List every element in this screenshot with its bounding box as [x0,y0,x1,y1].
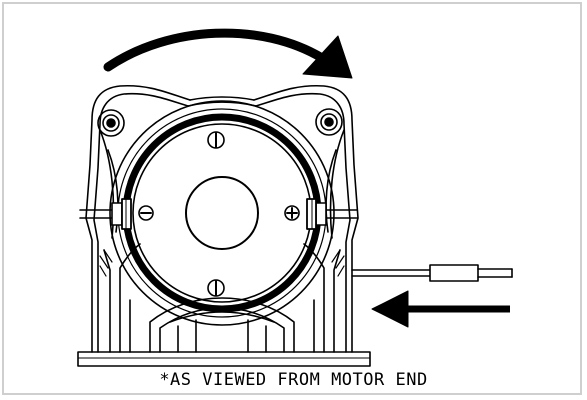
rotation-arrow-icon [103,28,353,79]
positive-terminal-icon [284,205,300,221]
mounting-lug-left [97,109,125,137]
screw-bottom-icon [207,279,225,297]
diagram-caption: *AS VIEWED FROM MOTOR END [159,370,428,390]
negative-terminal-icon [138,205,154,221]
mounting-lug-right [315,108,343,136]
screw-top-icon [207,131,225,149]
terminal-stud-right [306,198,358,230]
cable [351,264,513,282]
base-plate [77,351,371,367]
terminal-stud-left [79,198,132,230]
cable-direction-arrow-icon [371,290,510,328]
